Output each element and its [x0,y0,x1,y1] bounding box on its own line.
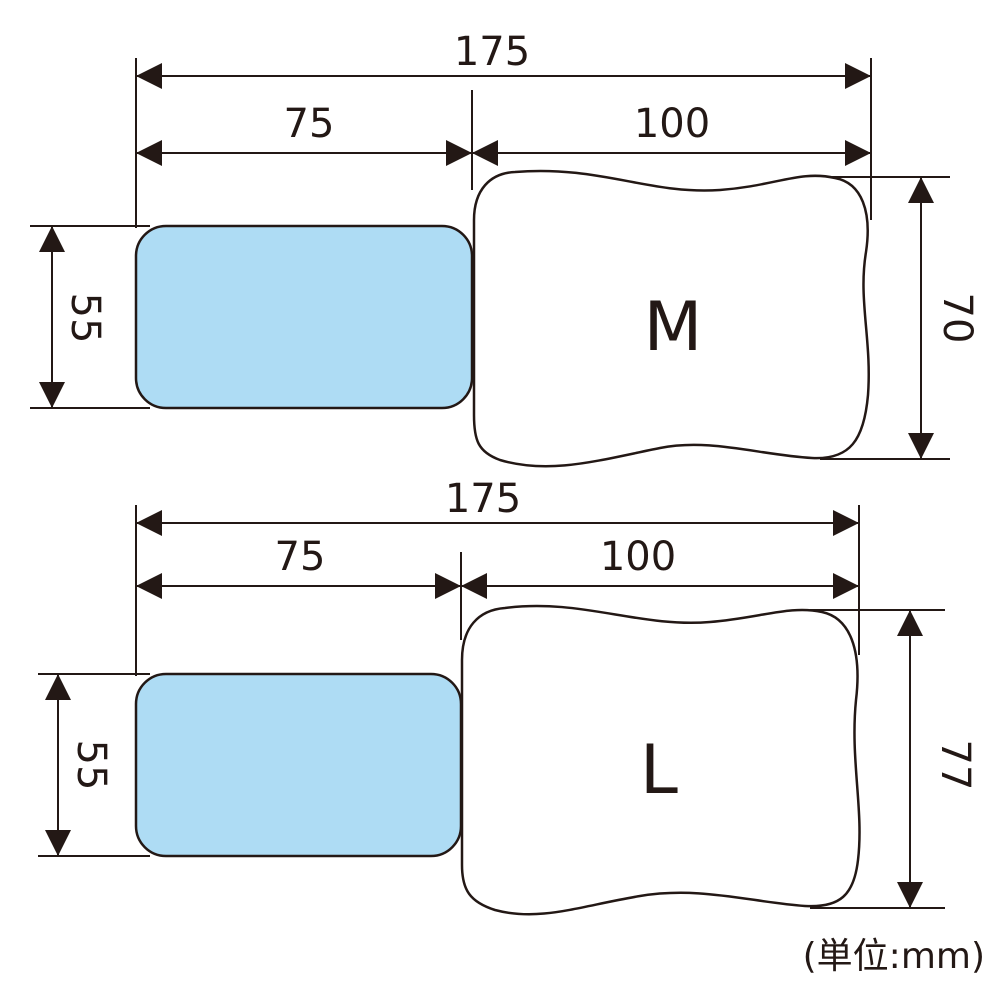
pad-height-label: 77 [932,740,978,791]
total-width-label: 175 [454,29,530,75]
size-label: L [640,731,678,810]
pad-width-label: 100 [600,534,676,580]
diagram-l: 175 75 100 55 77 L [38,476,978,916]
pad-height-label: 70 [934,293,980,344]
case-height-label: 55 [68,740,114,791]
case-height-label: 55 [62,293,108,344]
case-rectangle [134,224,474,410]
case-width-label: 75 [275,534,326,580]
size-label: M [644,288,703,367]
pad-width-label: 100 [634,101,710,147]
unit-note: (単位:mm) [803,936,985,977]
pad-shape [460,604,861,916]
case-rectangle [134,672,463,858]
diagram-m: 175 75 100 55 70 M [30,29,980,468]
pad-shape [472,169,870,468]
total-width-label: 175 [445,476,521,522]
case-width-label: 75 [284,101,335,147]
